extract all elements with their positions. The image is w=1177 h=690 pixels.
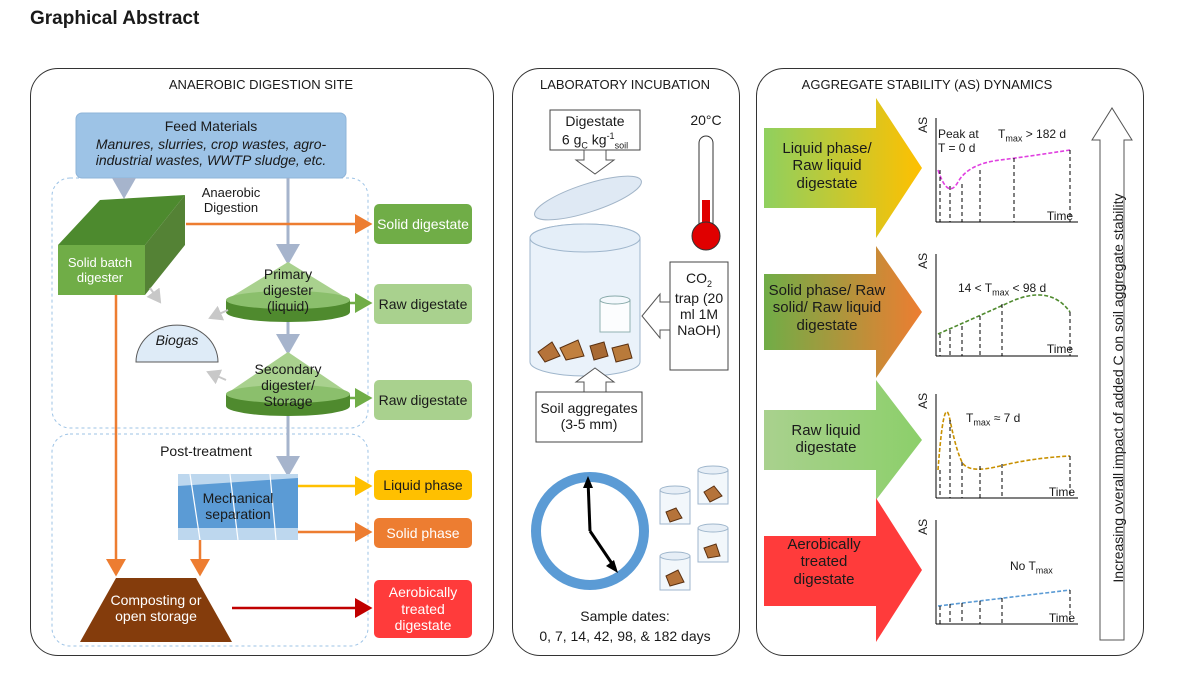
row4-annotation-a: No T xyxy=(1010,559,1036,573)
solid-digestate-box: Solid digestate xyxy=(374,204,472,244)
digestate-dose-label: 6 gC kg-1soil xyxy=(550,131,640,151)
liquid-phase-box: Liquid phase xyxy=(374,470,472,500)
as-plot-1 xyxy=(935,118,1078,223)
as-y-label-4: AS xyxy=(916,518,931,535)
co2-label: CO2 xyxy=(670,270,728,289)
dose-sub-soil: soil xyxy=(614,140,629,151)
composting-icon xyxy=(80,578,232,642)
row1-tmax-t: T xyxy=(998,127,1006,141)
solid-phase-box: Solid phase xyxy=(374,518,472,548)
row4-annotation: No Tmax xyxy=(1010,559,1070,576)
co2-text: CO xyxy=(685,270,707,286)
dose-value: 6 g xyxy=(561,131,582,148)
composting-label: Composting or open storage xyxy=(110,592,202,625)
dose-sub-c: C xyxy=(581,140,588,151)
row3-annotation: Tmax ≈ 7 d xyxy=(966,411,1056,428)
row3-annotation-tail: ≈ 7 d xyxy=(990,411,1021,425)
row1-arrow-label: Liquid phase/ Raw liquid digestate xyxy=(782,140,872,192)
co2-trap-arrow xyxy=(641,292,671,340)
row2-annotation: 14 < Tmax < 98 d xyxy=(958,281,1068,298)
row1-annotation-b: Tmax > 182 d xyxy=(998,127,1078,144)
secondary-digester-icon xyxy=(226,352,350,416)
post-treatment-label: Post-treatment xyxy=(160,443,252,459)
solid-batch-digester-label: Solid batch digester xyxy=(67,255,133,285)
aerobic-digestate-box: Aerobically treated digestate xyxy=(374,580,472,638)
row2-annotation-tail: < 98 d xyxy=(1009,281,1047,295)
row4-arrow xyxy=(764,498,922,642)
incubation-jar-icon xyxy=(529,175,642,377)
anaerobic-digestion-label: Anaerobic Digestion xyxy=(201,185,261,215)
sample-dates-label: Sample dates: xyxy=(580,608,670,624)
as-plot-3 xyxy=(935,394,1078,499)
time-label-2: Time xyxy=(1046,342,1074,356)
feed-materials-box xyxy=(75,112,347,179)
secondary-digester-label: Secondary digester/ Storage xyxy=(254,361,322,410)
impact-vertical-label: Increasing overall impact of added C on … xyxy=(1109,193,1126,583)
soil-aggregates-label: Soil aggregates (3-5 mm) xyxy=(540,400,638,433)
soil-aggregates-up-arrow xyxy=(574,367,616,393)
feed-materials-text: Manures, slurries, crop wastes, agro-ind… xyxy=(95,136,327,169)
row3-arrow-label: Raw liquid digestate xyxy=(791,422,861,457)
row3-annotation-a: T xyxy=(966,411,974,425)
mechanical-separation-label: Mechanical separation xyxy=(202,490,274,523)
primary-digester-icon xyxy=(226,262,350,322)
co2-sub: 2 xyxy=(706,278,712,289)
row2-annotation-a: 14 < T xyxy=(958,281,993,295)
as-plot-4 xyxy=(935,520,1078,625)
panel1-title: ANAEROBIC DIGESTION SITE xyxy=(168,77,354,92)
as-plot-2 xyxy=(935,254,1078,357)
row2-arrow-label: Solid phase/ Raw solid/ Raw liquid diges… xyxy=(768,282,886,334)
panel3-title: AGGREGATE STABILITY (AS) DYNAMICS xyxy=(801,77,1053,92)
row2-annotation-sub: max xyxy=(992,287,1010,298)
biogas-label: Biogas xyxy=(155,332,199,348)
row4-arrow-label: Aerobically treated digestate xyxy=(787,536,861,588)
co2-trap-box xyxy=(669,261,729,371)
impact-up-arrow xyxy=(1091,107,1133,641)
dose-sup: -1 xyxy=(606,131,615,141)
temperature-label: 20°C xyxy=(690,112,722,128)
feed-materials-title: Feed Materials xyxy=(164,118,258,134)
as-y-label-3: AS xyxy=(916,392,931,409)
clock-icon xyxy=(531,472,649,590)
time-label-3: Time xyxy=(1048,485,1076,499)
digestate-down-arrow xyxy=(574,149,616,175)
row1-arrow xyxy=(764,98,922,238)
time-label-4: Time xyxy=(1048,611,1076,625)
row1-tmax-tail: > 182 d xyxy=(1022,127,1067,141)
soil-aggregates-box xyxy=(535,391,643,443)
panel2-title: LABORATORY INCUBATION xyxy=(539,77,710,92)
row3-annotation-sub: max xyxy=(973,417,991,428)
biogas-icon xyxy=(135,324,219,363)
sample-dates-values: 0, 7, 14, 42, 98, & 182 days xyxy=(539,628,711,644)
as-y-label-2: AS xyxy=(916,252,931,269)
sample-jars-icon xyxy=(659,465,729,591)
digestate-label: Digestate xyxy=(565,113,625,129)
solid-batch-digester-icon xyxy=(58,195,185,295)
row1-tmax-sub: max xyxy=(1005,133,1023,144)
row4-annotation-sub: max xyxy=(1035,565,1053,576)
digestate-box xyxy=(549,109,641,151)
row1-annotation-a: Peak at T = 0 d xyxy=(938,127,979,155)
time-label-1: Time xyxy=(1046,209,1074,223)
as-y-label-1: AS xyxy=(916,116,931,133)
thermometer-icon xyxy=(691,135,721,251)
raw-digestate-box-2: Raw digestate xyxy=(374,380,472,420)
dose-unit: kg xyxy=(587,131,607,148)
row3-arrow xyxy=(764,380,922,500)
raw-digestate-box-1: Raw digestate xyxy=(374,284,472,324)
mechanical-separation-icon xyxy=(178,473,298,541)
page-title: Graphical Abstract xyxy=(30,8,200,29)
primary-digester-label: Primary digester (liquid) xyxy=(263,266,313,315)
row2-arrow xyxy=(764,246,922,378)
trap-text: trap (20 ml 1M NaOH) xyxy=(674,290,724,339)
